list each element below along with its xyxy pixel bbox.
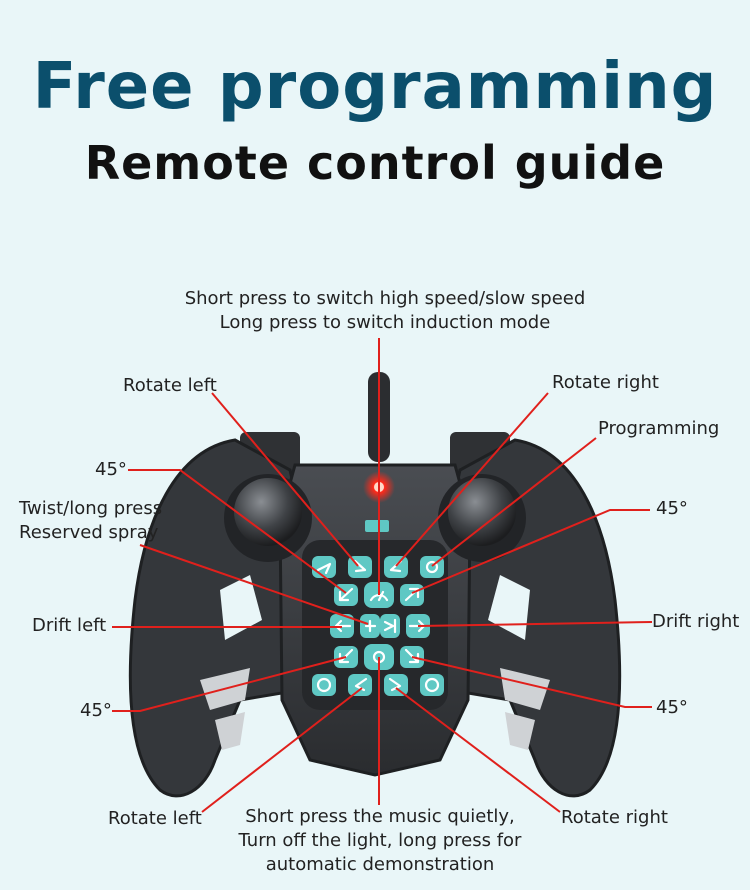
label-45-right-top: 45° <box>656 498 688 519</box>
label-rotate-left-bottom: Rotate left <box>108 808 202 829</box>
label-music-line3: automatic demonstration <box>265 854 495 875</box>
right-joystick[interactable] <box>448 478 516 546</box>
callout-rotate-right-top <box>395 392 549 567</box>
button-rotate-right-back[interactable] <box>420 674 444 696</box>
gear-icon <box>425 560 439 574</box>
callout-spray <box>139 544 369 625</box>
page-subtitle: Remote control guide <box>84 136 666 190</box>
callout-rotate-left-top <box>211 392 359 567</box>
label-drift-right: Drift right <box>652 611 740 632</box>
callout-45-right-top <box>411 509 650 594</box>
rotate-icon <box>316 677 332 693</box>
callout-drift-right <box>417 621 653 627</box>
page-title: Free programming <box>32 50 718 124</box>
label-drift-left: Drift left <box>32 615 107 636</box>
callout-rotate-right-bottom <box>395 687 561 813</box>
arrow-icon <box>316 562 332 575</box>
indicator-window <box>365 520 389 532</box>
left-grip-hole <box>220 575 262 640</box>
label-spray: Twist/long press Reserved spray <box>19 497 162 545</box>
arrow-icon <box>354 677 368 692</box>
label-music-line2: Turn off the light, long press for <box>238 830 522 851</box>
label-spray-line1: Twist/long press <box>19 498 163 519</box>
arrow-icon <box>338 587 354 602</box>
label-spray-line2: Reserved spray <box>19 522 159 543</box>
label-music: Short press the music quietly, Turn off … <box>220 805 540 877</box>
label-45-right-bottom: 45° <box>656 697 688 718</box>
label-programming: Programming <box>598 418 720 439</box>
button-back-right[interactable] <box>384 674 408 696</box>
callout-45-left-bottom <box>112 656 347 712</box>
button-light-sound[interactable] <box>380 614 400 638</box>
label-45-left-bottom: 45° <box>80 700 112 721</box>
speed-icon <box>369 590 389 602</box>
label-speed-line2: Long press to switch induction mode <box>219 312 551 333</box>
label-music-line1: Short press the music quietly, <box>245 806 515 827</box>
label-rotate-left-top: Rotate left <box>123 375 217 396</box>
label-45-left-top: 45° <box>95 459 127 480</box>
button-rotate-left-back[interactable] <box>312 674 336 696</box>
right-grip-vent <box>500 668 550 710</box>
spray-icon <box>364 619 377 633</box>
arrow-icon <box>353 559 367 573</box>
callout-rotate-left-bottom <box>201 687 363 813</box>
right-grip-vent-2 <box>505 712 535 750</box>
label-rotate-right-top: Rotate right <box>552 372 659 393</box>
callout-45-right-bottom <box>411 656 652 708</box>
label-speed: Short press to switch high speed/slow sp… <box>150 287 620 335</box>
callout-programming <box>431 437 597 567</box>
controller <box>128 372 622 798</box>
callout-lines <box>112 338 653 813</box>
label-speed-line1: Short press to switch high speed/slow sp… <box>184 288 586 309</box>
callout-45-left-top <box>128 469 347 594</box>
button-back-left[interactable] <box>348 674 372 696</box>
label-rotate-right-bottom: Rotate right <box>561 807 668 828</box>
button-forward-right[interactable] <box>384 556 408 578</box>
rotate-icon <box>424 677 440 693</box>
left-grip-vent-2 <box>215 712 245 750</box>
sound-icon <box>383 618 397 634</box>
left-joystick[interactable] <box>234 478 302 546</box>
